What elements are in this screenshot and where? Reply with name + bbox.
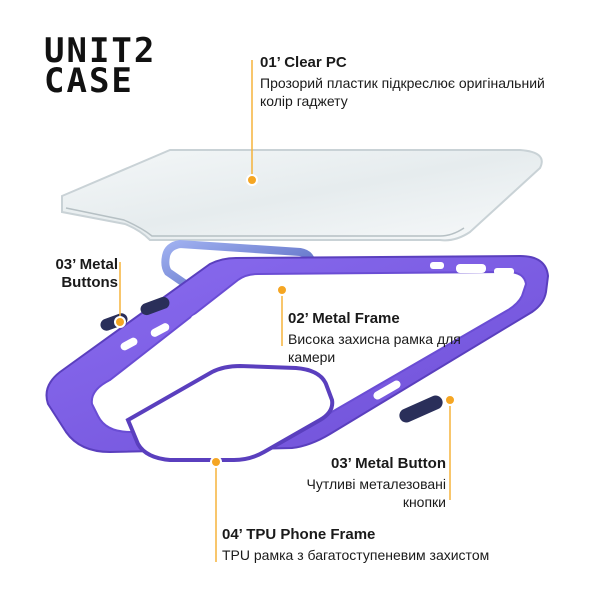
callout-metal-button-desc: Чутливі металезовані кнопки bbox=[306, 476, 446, 510]
callout-metal-frame: 02’ Metal Frame Висока захисна рамка для… bbox=[288, 310, 488, 366]
tpu-frame bbox=[45, 254, 550, 462]
callout-tpu-frame-title: 04’ TPU Phone Frame bbox=[222, 526, 376, 543]
callout-metal-button-title: 03’ Metal Button bbox=[330, 455, 446, 472]
callout-clear-pc-title: 01’ Clear PC bbox=[260, 54, 347, 71]
clear-pc-plate bbox=[61, 149, 543, 242]
callout-clear-pc: 01’ Clear PC Прозорий пластик підкреслює… bbox=[260, 54, 560, 110]
callout-metal-button: 03’ Metal Button Чутливі металезовані кн… bbox=[280, 455, 446, 511]
callout-metal-frame-desc: Висока захисна рамка для камери bbox=[288, 331, 461, 365]
brand-logo: UNIT2 CASE bbox=[44, 31, 164, 101]
callout-clear-pc-desc: Прозорий пластик підкреслює оригінальний… bbox=[260, 75, 545, 109]
callout-tpu-frame: 04’ TPU Phone Frame TPU рамка з багатост… bbox=[222, 526, 492, 564]
callout-metal-buttons-title: 03’ Metal Buttons bbox=[55, 256, 118, 291]
callout-metal-buttons: 03’ Metal Buttons bbox=[48, 256, 118, 294]
logo-line-1: UNIT2 bbox=[44, 31, 157, 71]
logo-line-2: CASE bbox=[44, 61, 134, 101]
callout-metal-frame-title: 02’ Metal Frame bbox=[288, 310, 400, 327]
callout-tpu-frame-desc: TPU рамка з багатоступеневим захистом bbox=[222, 547, 490, 563]
accent-dots bbox=[114, 174, 456, 468]
metal-button-right bbox=[399, 395, 443, 423]
leader-lines bbox=[119, 60, 451, 562]
